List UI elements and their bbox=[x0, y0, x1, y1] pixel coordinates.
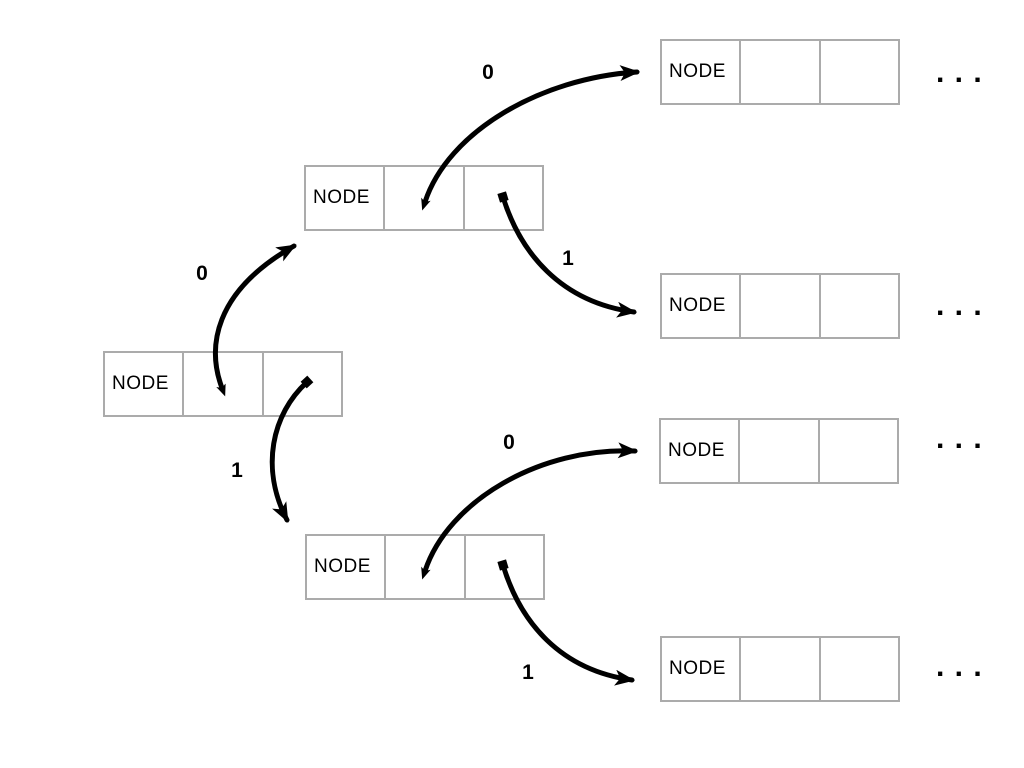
pointer-cell-1 bbox=[817, 420, 897, 482]
pointer-cell-1 bbox=[463, 536, 543, 598]
node-box-mid-upper: NODE bbox=[304, 165, 544, 231]
pointer-cell-0 bbox=[383, 167, 462, 229]
node-label: NODE bbox=[314, 556, 371, 577]
pointer-cell-0 bbox=[739, 41, 818, 103]
pointer-cell-1 bbox=[818, 638, 898, 700]
edge-label-root-1: 1 bbox=[231, 459, 243, 482]
ellipsis-3: . . . bbox=[936, 422, 983, 455]
node-box-right-2: NODE bbox=[660, 273, 900, 339]
pointer-cell-0 bbox=[182, 353, 261, 415]
node-box-right-4: NODE bbox=[660, 636, 900, 702]
pointer-cell-1 bbox=[818, 41, 898, 103]
node-name-cell: NODE bbox=[306, 167, 383, 229]
pointer-cell-0 bbox=[739, 275, 818, 337]
node-box-right-1: NODE bbox=[660, 39, 900, 105]
node-box-mid-lower: NODE bbox=[305, 534, 545, 600]
ellipsis-2: . . . bbox=[936, 289, 983, 322]
node-label: NODE bbox=[669, 61, 726, 82]
pointer-cell-0 bbox=[739, 638, 818, 700]
node-name-cell: NODE bbox=[662, 638, 739, 700]
pointer-cell-0 bbox=[738, 420, 817, 482]
node-name-cell: NODE bbox=[662, 275, 739, 337]
node-box-root: NODE bbox=[103, 351, 343, 417]
edge-label-upper-1: 1 bbox=[562, 247, 574, 270]
edge-label-lower-1: 1 bbox=[522, 661, 534, 684]
pointer-cell-1 bbox=[818, 275, 898, 337]
edge-label-root-0: 0 bbox=[196, 262, 208, 285]
node-name-cell: NODE bbox=[105, 353, 182, 415]
node-label: NODE bbox=[112, 373, 169, 394]
pointer-cell-0 bbox=[384, 536, 463, 598]
pointer-cell-1 bbox=[261, 353, 341, 415]
node-label: NODE bbox=[669, 295, 726, 316]
ellipsis-1: . . . bbox=[936, 56, 983, 89]
node-name-cell: NODE bbox=[661, 420, 738, 482]
pointer-cell-1 bbox=[462, 167, 542, 229]
edge-label-lower-0: 0 bbox=[503, 431, 515, 454]
ellipsis-4: . . . bbox=[936, 650, 983, 683]
node-label: NODE bbox=[669, 658, 726, 679]
node-label: NODE bbox=[313, 187, 370, 208]
node-name-cell: NODE bbox=[662, 41, 739, 103]
node-box-right-3: NODE bbox=[659, 418, 899, 484]
node-name-cell: NODE bbox=[307, 536, 384, 598]
node-label: NODE bbox=[668, 440, 725, 461]
edge-label-upper-0: 0 bbox=[482, 61, 494, 84]
